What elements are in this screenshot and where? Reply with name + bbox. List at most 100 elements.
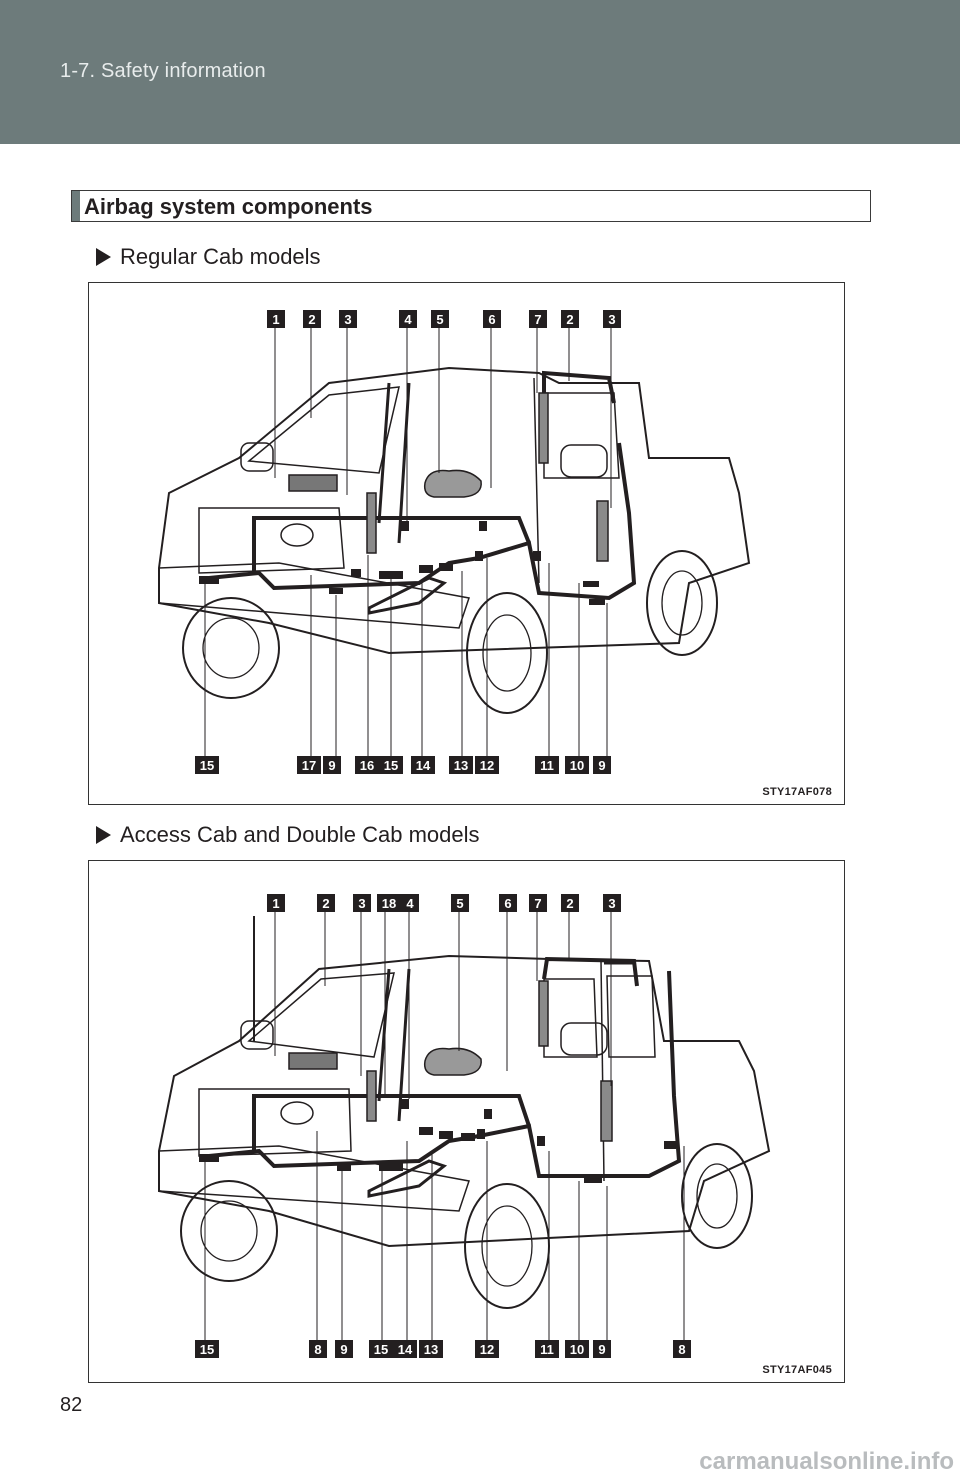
- callout-box: [565, 1340, 589, 1358]
- callout-label: 9: [328, 758, 335, 773]
- callout-box: [449, 756, 473, 774]
- section-breadcrumb: 1-7. Safety information: [60, 60, 266, 82]
- callout-box: [297, 756, 321, 774]
- callout-box: [401, 894, 419, 912]
- callout-label: 3: [358, 896, 365, 911]
- callout-box: [317, 894, 335, 912]
- callout-box: [535, 1340, 559, 1358]
- callout-label: 8: [314, 1342, 321, 1357]
- callout-box: [335, 1340, 353, 1358]
- callout-label: 5: [436, 312, 443, 327]
- callout-box: [323, 756, 341, 774]
- callout-label: 6: [504, 896, 511, 911]
- figure-code: STY17AF078: [762, 786, 832, 798]
- callout-label: 4: [404, 312, 412, 327]
- callout-label: 3: [608, 896, 615, 911]
- callout-label: 14: [416, 758, 431, 773]
- top-callout-group: 1 2 3 18 4 5 6 7 2 3: [267, 894, 621, 912]
- callout-box: [377, 894, 401, 912]
- callout-label: 7: [534, 312, 541, 327]
- figure-code: STY17AF045: [762, 1364, 832, 1376]
- callout-label: 7: [534, 896, 541, 911]
- callout-label: 2: [566, 896, 573, 911]
- callout-box: [267, 310, 285, 328]
- callout-box: [529, 310, 547, 328]
- callout-box: [593, 1340, 611, 1358]
- triangle-arrow-icon: [96, 248, 111, 266]
- callout-label: 5: [456, 896, 463, 911]
- callout-box: [303, 310, 321, 328]
- callout-box: [475, 756, 499, 774]
- callout-box: [561, 310, 579, 328]
- callout-label: 9: [598, 758, 605, 773]
- callout-label: 3: [344, 312, 351, 327]
- callout-box: [399, 310, 417, 328]
- callout-label: 2: [322, 896, 329, 911]
- callout-box: [369, 1340, 393, 1358]
- callout-label: 15: [200, 758, 214, 773]
- model-heading-access-double-cab: Access Cab and Double Cab models: [96, 822, 480, 848]
- top-callout-group: 1 2 3 4 5 6 7 2 3: [267, 310, 621, 328]
- triangle-arrow-icon: [96, 826, 111, 844]
- section-accent: [72, 191, 80, 221]
- callout-label: 16: [360, 758, 374, 773]
- callout-label: 12: [480, 758, 494, 773]
- callout-box: [475, 1340, 499, 1358]
- callout-box: [529, 894, 547, 912]
- callout-box: [603, 310, 621, 328]
- page-header: 1-7. Safety information: [0, 0, 960, 144]
- callout-label: 2: [566, 312, 573, 327]
- callout-box: [267, 894, 285, 912]
- callout-label: 4: [406, 896, 414, 911]
- callout-box: [195, 756, 219, 774]
- callout-box: [195, 1340, 219, 1358]
- model-heading-text: Access Cab and Double Cab models: [120, 822, 480, 847]
- callout-box: [561, 894, 579, 912]
- callout-box: [339, 310, 357, 328]
- callout-box: [593, 756, 611, 774]
- callout-label: 3: [608, 312, 615, 327]
- model-heading-regular-cab: Regular Cab models: [96, 244, 321, 270]
- callout-label: 1: [272, 312, 279, 327]
- callout-box: [355, 756, 379, 774]
- callout-box: [483, 310, 501, 328]
- callout-label: 11: [540, 758, 554, 773]
- callout-label: 11: [540, 1342, 554, 1357]
- callout-label: 6: [488, 312, 495, 327]
- callout-label: 17: [302, 758, 316, 773]
- page-number: 82: [60, 1394, 83, 1416]
- callout-label: 18: [382, 896, 396, 911]
- callout-box: [431, 310, 449, 328]
- callout-label: 9: [598, 1342, 605, 1357]
- callout-label: 8: [678, 1342, 685, 1357]
- callout-box: [603, 894, 621, 912]
- callout-box: [309, 1340, 327, 1358]
- callout-label: 12: [480, 1342, 494, 1357]
- section-title: Airbag system components: [84, 194, 373, 219]
- callout-label: 14: [398, 1342, 413, 1357]
- callout-box: [393, 1340, 417, 1358]
- callout-box: [353, 894, 371, 912]
- model-heading-text: Regular Cab models: [120, 244, 321, 269]
- callout-label: 9: [340, 1342, 347, 1357]
- callout-label: 15: [374, 1342, 388, 1357]
- callout-box: [419, 1340, 443, 1358]
- callout-label: 2: [308, 312, 315, 327]
- callout-box: [673, 1340, 691, 1358]
- callout-box: [451, 894, 469, 912]
- callout-box: [499, 894, 517, 912]
- callout-label: 13: [424, 1342, 438, 1357]
- callout-box: [379, 756, 403, 774]
- watermark: carmanualsonline.info: [699, 1448, 954, 1475]
- callout-label: 10: [570, 758, 584, 773]
- callout-box: [411, 756, 435, 774]
- callout-label: 1: [272, 896, 279, 911]
- callout-label: 15: [200, 1342, 214, 1357]
- callout-label: 13: [454, 758, 468, 773]
